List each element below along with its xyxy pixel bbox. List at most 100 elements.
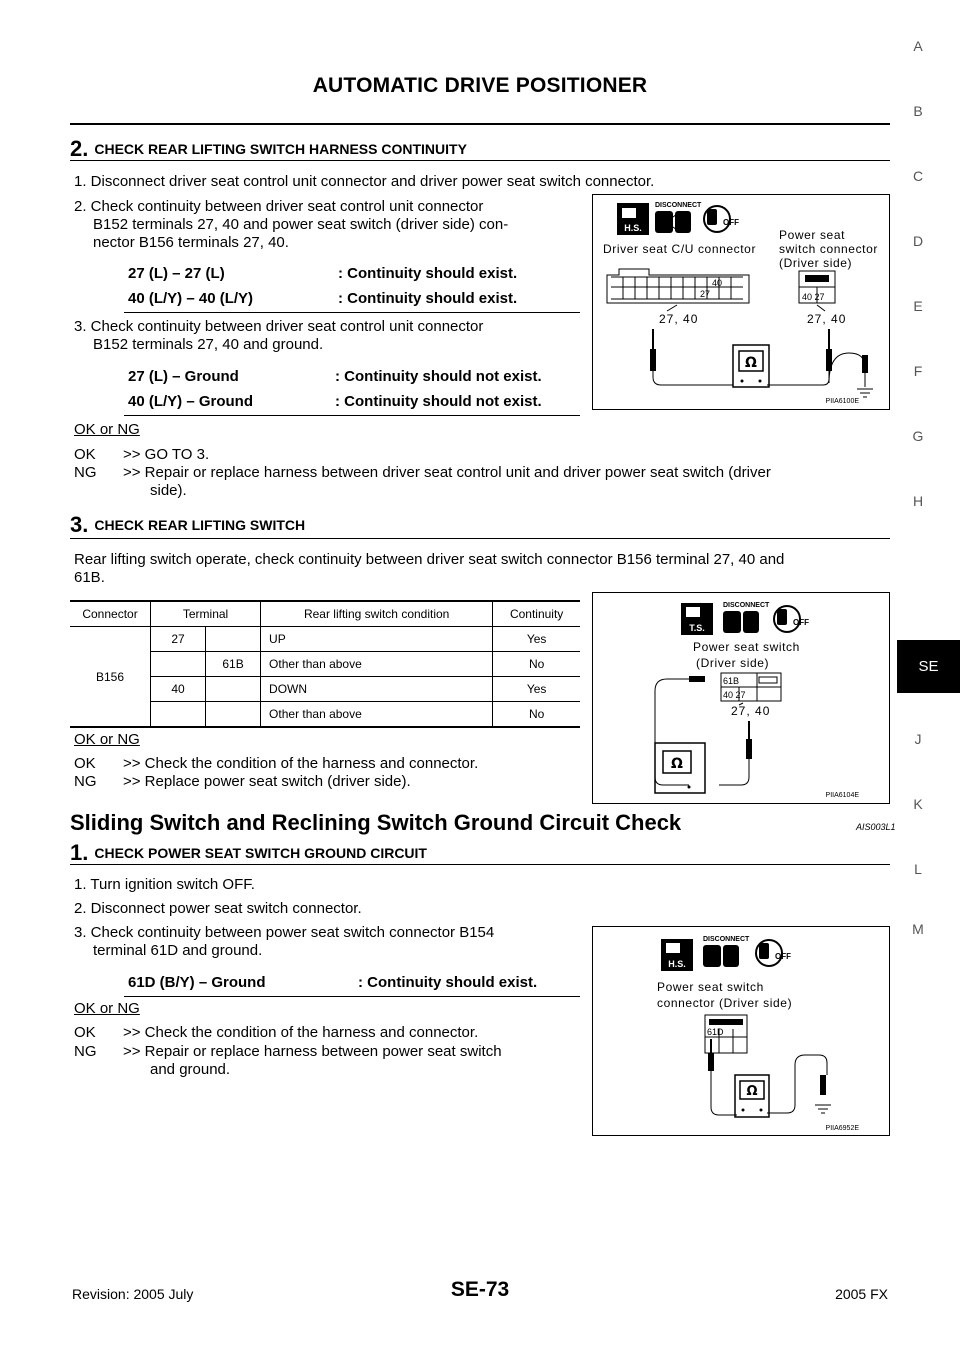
step1-ok-label: OK [74, 1024, 96, 1041]
table-row: 61B Other than above No [70, 651, 580, 677]
step1-spec-left: 61D (B/Y) – Ground [128, 974, 266, 991]
side-letter-d[interactable]: D [912, 233, 924, 249]
ignition-key-icon [703, 205, 731, 233]
step3-ok-ng: OK or NG [74, 731, 140, 748]
connector-face [704, 1014, 748, 1054]
probe-left-handle [650, 349, 656, 371]
ohmmeter-display [739, 1080, 765, 1100]
ts-icon-glyph [686, 607, 700, 617]
ground-probe-handle [820, 1075, 826, 1095]
side-letter-g[interactable]: G [912, 428, 924, 444]
right-connector-label-1: Power seat [779, 228, 845, 242]
meter-terminal-left [741, 1108, 745, 1112]
ignition-key-icon [773, 605, 801, 633]
ohmmeter-display [738, 350, 764, 372]
wire-left [652, 371, 733, 386]
section-heading: Sliding Switch and Reclining Switch Grou… [70, 810, 682, 835]
disconnect-label: DISCONNECT [723, 602, 770, 609]
wire-right [719, 759, 750, 786]
right-pins-label: 40 27 [802, 292, 825, 302]
disconnect-label: DISCONNECT [655, 202, 702, 209]
step2-item2-line3: nector B156 terminals 27, 40. [93, 234, 289, 251]
ground-icon [857, 388, 873, 398]
continuity-table: Connector Terminal Rear lifting switch c… [70, 600, 580, 728]
leader-line-left [666, 304, 678, 312]
wire-right [767, 371, 830, 386]
step1-ok-ng: OK or NG [74, 1000, 140, 1017]
ignition-key-icon [755, 939, 783, 967]
figure2-svg: T.S. DISCONNECT OFF Power seat switch (D… [654, 602, 859, 799]
probe-label: 27, 40 [731, 704, 770, 718]
table-cell-condition: DOWN [260, 676, 494, 702]
pin-61d-label: 61D [707, 1027, 724, 1037]
step3-ng-text: >> Replace power seat switch (driver sid… [123, 773, 411, 790]
pin-61b-label: 61B [723, 676, 739, 686]
side-letter-k[interactable]: K [913, 796, 923, 812]
step2-ng-label: NG [74, 464, 97, 481]
connector-label-2: (Driver side) [696, 656, 769, 670]
connector-socket-icon [743, 611, 759, 633]
disconnect-label: DISCONNECT [703, 936, 750, 943]
wire-ground [828, 352, 866, 387]
meter-terminal [687, 785, 691, 789]
right-connector-label-2: switch connector [779, 242, 878, 256]
table-cell-terminal-group: 27 [150, 626, 262, 652]
step1-spec-rule [124, 996, 580, 997]
step1-heading-text: CHECK POWER SEAT SWITCH GROUND CIRCUIT [94, 845, 427, 861]
probe-handle [708, 1053, 714, 1071]
side-letter-f[interactable]: F [913, 363, 923, 379]
leader-line [738, 702, 744, 706]
step2-ok-text: >> GO TO 3. [123, 446, 210, 463]
side-letter-b[interactable]: B [913, 103, 923, 119]
step1-heading: 1.CHECK POWER SEAT SWITCH GROUND CIRCUIT [70, 840, 427, 866]
table-cell-terminal-a: 27 [151, 627, 207, 651]
step2-ok-ng: OK or NG [74, 421, 140, 438]
step2-spec-rule-1 [124, 312, 580, 313]
step2-spec2-right: : Continuity should exist. [338, 290, 518, 307]
side-letter-j[interactable]: J [914, 731, 922, 747]
side-tab-active[interactable]: SE [897, 640, 960, 693]
table-cell-continuity: No [528, 657, 545, 671]
side-letter-e[interactable]: E [913, 298, 923, 314]
side-letter-a[interactable]: A [913, 38, 923, 54]
pin-27-label: 27 [700, 289, 710, 299]
table-cell-terminal-group [150, 701, 262, 727]
disconnect-arrow-icon [672, 213, 678, 231]
step2-spec1-left: 27 (L) – 27 (L) [128, 265, 225, 282]
figure1-wiring-diagram: H.S. DISCONNECT OFF Driver seat C/U conn… [592, 194, 890, 410]
table-cell-continuity: Yes [526, 682, 547, 696]
side-letter-h[interactable]: H [912, 493, 924, 509]
footer-model: 2005 FX [835, 1286, 888, 1302]
table-header: Continuity [509, 607, 564, 621]
side-letter-m[interactable]: M [912, 921, 924, 937]
table-header: Connector [70, 601, 152, 627]
connector-label-1: Power seat switch [657, 980, 764, 994]
side-letter-c[interactable]: C [912, 168, 924, 184]
figure1-svg: H.S. DISCONNECT OFF Driver seat C/U conn… [603, 202, 878, 405]
step1-item1: 1. Turn ignition switch OFF. [74, 876, 255, 893]
ohmmeter-icon [734, 1074, 770, 1118]
connector-plug-icon [655, 211, 673, 233]
page-title: AUTOMATIC DRIVE POSITIONER [312, 74, 648, 97]
key-head-icon [759, 943, 769, 959]
probe-right-handle [826, 349, 832, 371]
step2-rule [70, 160, 890, 161]
step2-heading-text: CHECK REAR LIFTING SWITCH HARNESS CONTIN… [94, 141, 467, 157]
ohm-symbol: Ω [746, 1084, 757, 1099]
leader-line-right [816, 304, 826, 312]
off-label: OFF [723, 218, 739, 227]
probe-left-handle [689, 676, 705, 682]
meter-terminal-left [740, 379, 744, 383]
left-connector-label: Driver seat C/U connector [603, 242, 756, 256]
side-letter-l[interactable]: L [914, 861, 922, 877]
step1-item3-line1: 3. Check continuity between power seat s… [74, 924, 495, 941]
figure1-code: PIIA6100E [826, 398, 860, 405]
step1-ng-text-line2: and ground. [150, 1061, 231, 1078]
ohm-symbol: Ω [671, 756, 683, 772]
step3-number: 3. [70, 512, 89, 537]
hs-icon-glyph [666, 943, 680, 953]
figure3-wiring-diagram: H.S. DISCONNECT OFF Power seat switch co… [592, 926, 890, 1136]
footer-revision: Revision: 2005 July [72, 1286, 194, 1302]
step1-ng-label: NG [74, 1043, 97, 1060]
table-cell-continuity: Yes [526, 632, 547, 646]
